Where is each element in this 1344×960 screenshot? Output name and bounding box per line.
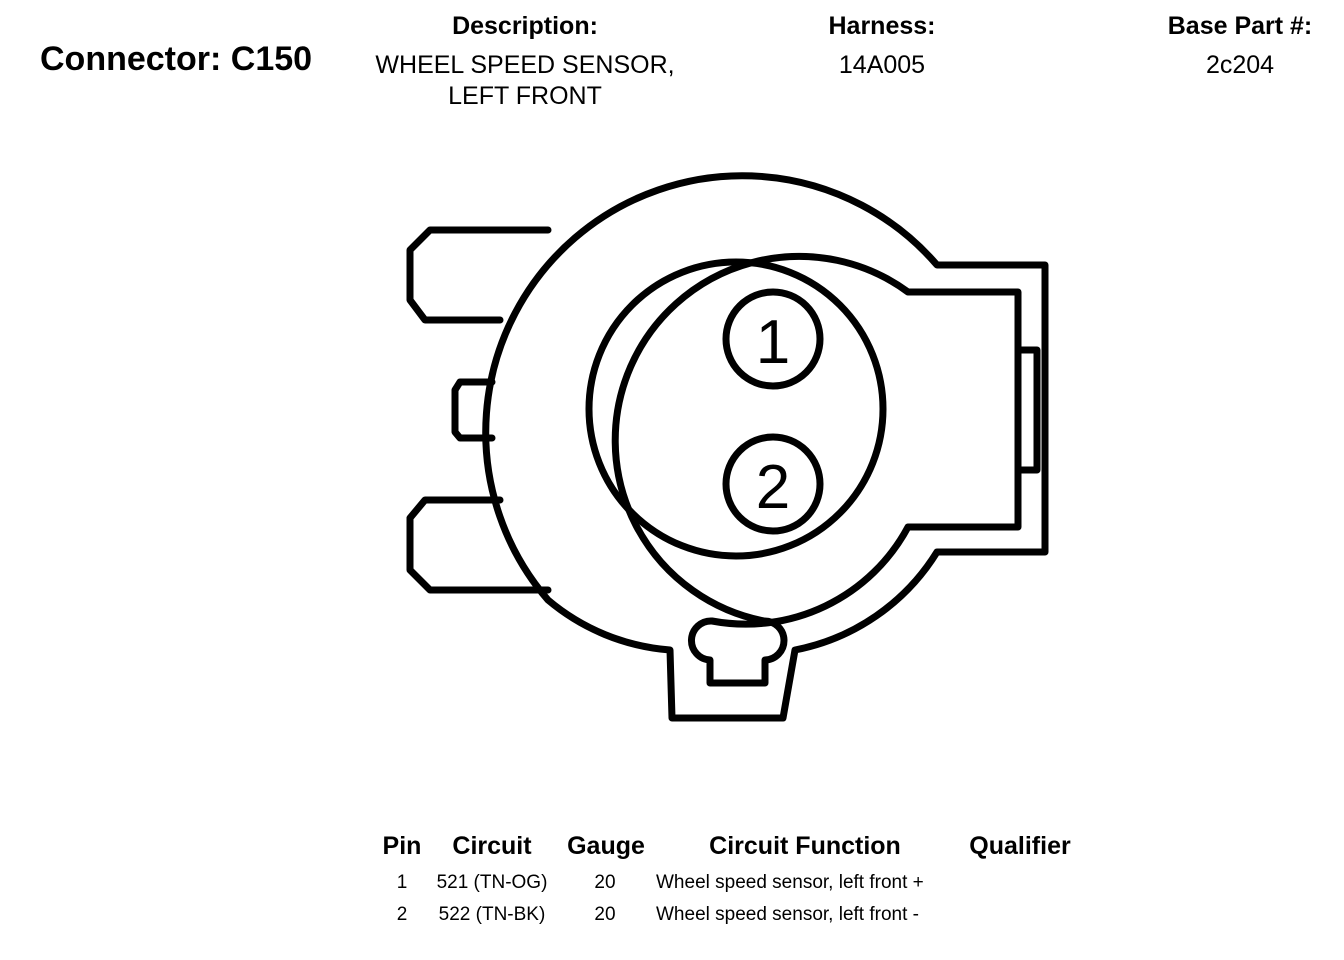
row-1-function: Wheel speed sensor, left front + xyxy=(656,872,924,893)
col-header-gauge: Gauge xyxy=(567,832,645,860)
row-2-pin: 2 xyxy=(396,904,408,925)
pin-1-label: 1 xyxy=(756,308,790,377)
latch-tab xyxy=(1014,346,1041,474)
left-upper-arm xyxy=(406,226,552,324)
description-line-1: WHEEL SPEED SENSOR, xyxy=(375,51,675,79)
row-1-gauge: 20 xyxy=(594,872,616,893)
base-part-label: Base Part #: xyxy=(1167,12,1313,40)
left-key xyxy=(451,378,496,442)
col-header-qualifier: Qualifier xyxy=(969,832,1071,860)
pin-1-circle xyxy=(722,288,824,390)
col-header-circuit: Circuit xyxy=(452,832,532,860)
base-part-value: 2c204 xyxy=(1205,51,1275,79)
description-value: WHEEL SPEED SENSOR, LEFT FRONT xyxy=(340,50,710,112)
harness-value: 14A005 xyxy=(838,51,926,79)
row-1-pin: 1 xyxy=(396,872,408,893)
row-1-circuit: 521 (TN-OG) xyxy=(436,872,548,893)
connector-housing-inner xyxy=(611,252,1022,687)
row-2-function: Wheel speed sensor, left front - xyxy=(656,904,919,925)
row-2-gauge: 20 xyxy=(594,904,616,925)
col-header-pin: Pin xyxy=(382,832,422,860)
pin-cavity xyxy=(585,258,887,560)
col-header-circuit-function: Circuit Function xyxy=(709,832,901,860)
pin-2-label: 2 xyxy=(756,453,790,522)
description-label: Description: xyxy=(452,12,598,40)
pin-2-circle xyxy=(722,433,824,535)
row-2-circuit: 522 (TN-BK) xyxy=(438,904,546,925)
left-lower-arm xyxy=(406,496,552,594)
harness-label: Harness: xyxy=(828,12,936,40)
description-line-2: LEFT FRONT xyxy=(448,82,602,110)
connector-title: Connector: C150 xyxy=(40,40,313,78)
